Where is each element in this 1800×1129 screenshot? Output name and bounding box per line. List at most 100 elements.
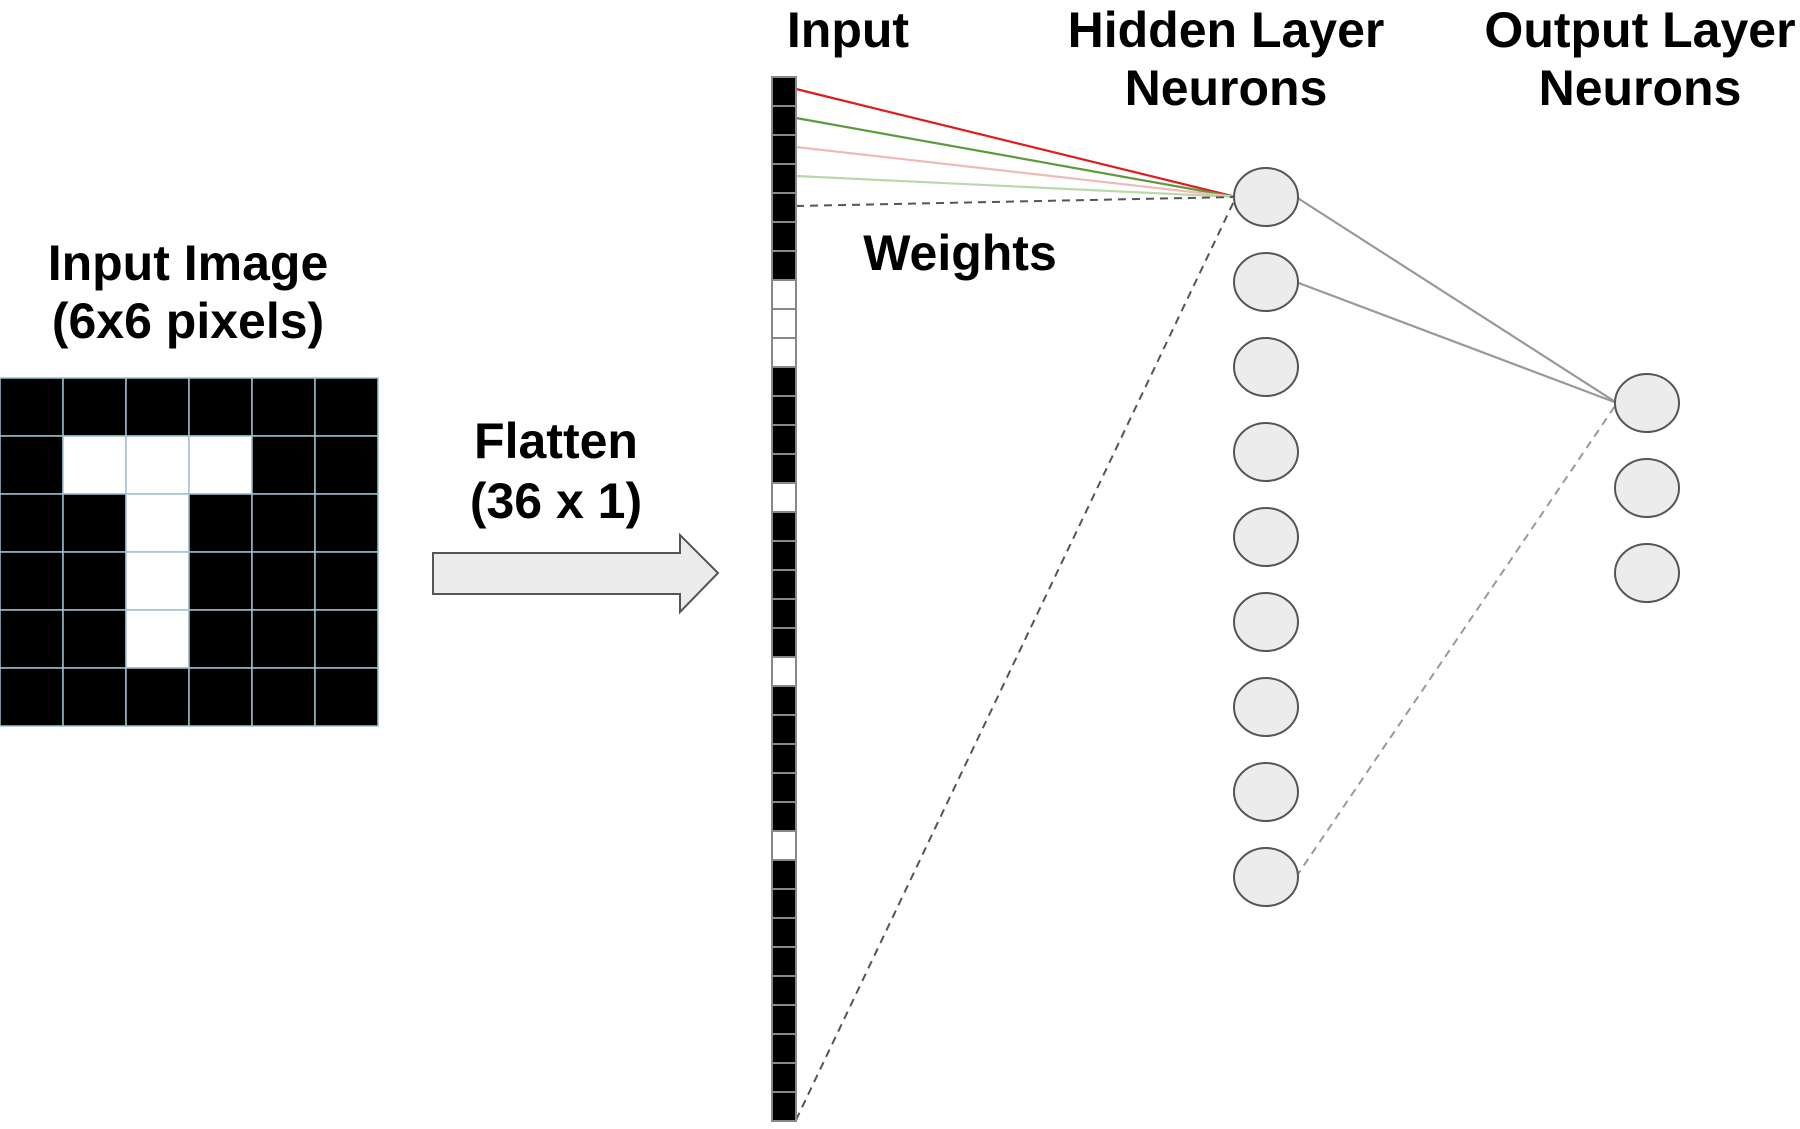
vector-cell-off xyxy=(771,163,797,194)
vector-cell-on xyxy=(771,656,797,687)
output-layer xyxy=(1614,373,1680,603)
output-connection-dashed xyxy=(1295,402,1618,878)
pixel-on xyxy=(125,435,190,495)
pixel-off xyxy=(251,493,316,553)
pixel-off xyxy=(251,377,316,437)
vector-cell-off xyxy=(771,76,797,107)
flatten-subtitle: (36 x 1) xyxy=(470,473,642,529)
vector-cell-off xyxy=(771,772,797,803)
pixel-off xyxy=(62,551,127,611)
vector-cell-on xyxy=(771,337,797,368)
pixel-off xyxy=(62,609,127,669)
output-neuron xyxy=(1614,543,1680,603)
connections xyxy=(795,87,1618,1121)
vector-cell-off xyxy=(771,569,797,600)
hidden-neuron xyxy=(1233,677,1299,737)
pixel-off xyxy=(125,667,190,727)
hidden-neuron xyxy=(1233,252,1299,312)
output-connection xyxy=(1295,196,1618,404)
vector-cell-on xyxy=(771,308,797,339)
pixel-off xyxy=(188,377,253,437)
vector-cell-off xyxy=(771,453,797,484)
vector-cell-off xyxy=(771,714,797,745)
hidden-neuron xyxy=(1233,762,1299,822)
hidden-neuron xyxy=(1233,167,1299,227)
vector-cell-off xyxy=(771,221,797,252)
vector-cell-off xyxy=(771,1091,797,1122)
pixel-off xyxy=(251,435,316,495)
vector-cell-off xyxy=(771,975,797,1006)
weight-line-dashed xyxy=(795,196,1237,207)
pixel-off xyxy=(314,667,379,727)
hidden-layer xyxy=(1233,167,1299,907)
hidden-layer-subtitle: Neurons xyxy=(1125,60,1328,116)
pixel-off xyxy=(0,667,64,727)
pixel-on xyxy=(125,493,190,553)
pixel-off xyxy=(188,667,253,727)
pixel-off xyxy=(314,377,379,437)
pixel-off xyxy=(0,551,64,611)
hidden-neuron xyxy=(1233,337,1299,397)
weight-line xyxy=(795,87,1237,199)
flatten-title: Flatten xyxy=(474,413,638,469)
hidden-neuron xyxy=(1233,592,1299,652)
pixel-off xyxy=(314,435,379,495)
pixel-off xyxy=(314,609,379,669)
pixel-off xyxy=(188,493,253,553)
vector-cell-off xyxy=(771,946,797,977)
input-vector xyxy=(771,76,797,1122)
vector-cell-off xyxy=(771,540,797,571)
vector-cell-off xyxy=(771,598,797,629)
vector-cell-off xyxy=(771,627,797,658)
output-neuron xyxy=(1614,458,1680,518)
pixel-off xyxy=(0,493,64,553)
pixel-off xyxy=(62,377,127,437)
hidden-neuron xyxy=(1233,847,1299,907)
pixel-off xyxy=(251,551,316,611)
pixel-off xyxy=(0,609,64,669)
input-image-grid xyxy=(0,377,379,727)
vector-cell-off xyxy=(771,859,797,890)
weight-line-dashed xyxy=(795,196,1237,1121)
vector-cell-off xyxy=(771,134,797,165)
input-image-title: Input Image xyxy=(48,235,329,291)
vector-cell-off xyxy=(771,192,797,223)
weights-label: Weights xyxy=(863,225,1057,281)
vector-cell-off xyxy=(771,888,797,919)
pixel-off xyxy=(251,609,316,669)
pixel-on xyxy=(125,551,190,611)
output-connection xyxy=(1295,280,1618,405)
vector-cell-off xyxy=(771,511,797,542)
input-layer-title: Input xyxy=(787,2,910,58)
output-layer-subtitle: Neurons xyxy=(1539,60,1742,116)
pixel-off xyxy=(62,493,127,553)
weight-line xyxy=(795,116,1237,199)
vector-cell-off xyxy=(771,1062,797,1093)
output-neuron xyxy=(1614,373,1680,433)
hidden-neuron xyxy=(1233,507,1299,567)
pixel-off xyxy=(314,551,379,611)
vector-cell-off xyxy=(771,395,797,426)
vector-cell-off xyxy=(771,801,797,832)
pixel-off xyxy=(188,609,253,669)
pixel-on xyxy=(62,435,127,495)
vector-cell-off xyxy=(771,685,797,716)
pixel-off xyxy=(0,377,64,437)
vector-cell-off xyxy=(771,917,797,948)
output-layer-title: Output Layer xyxy=(1484,2,1795,58)
pixel-off xyxy=(251,667,316,727)
input-image-subtitle: (6x6 pixels) xyxy=(52,293,324,349)
vector-cell-off xyxy=(771,424,797,455)
vector-cell-off xyxy=(771,366,797,397)
pixel-on xyxy=(188,435,253,495)
weight-line xyxy=(795,174,1237,199)
vector-cell-off xyxy=(771,1033,797,1064)
pixel-on xyxy=(125,609,190,669)
hidden-layer-title: Hidden Layer xyxy=(1068,2,1385,58)
vector-cell-on xyxy=(771,830,797,861)
vector-cell-on xyxy=(771,279,797,310)
pixel-off xyxy=(125,377,190,437)
weight-line xyxy=(795,145,1237,199)
flatten-arrow xyxy=(432,532,720,615)
